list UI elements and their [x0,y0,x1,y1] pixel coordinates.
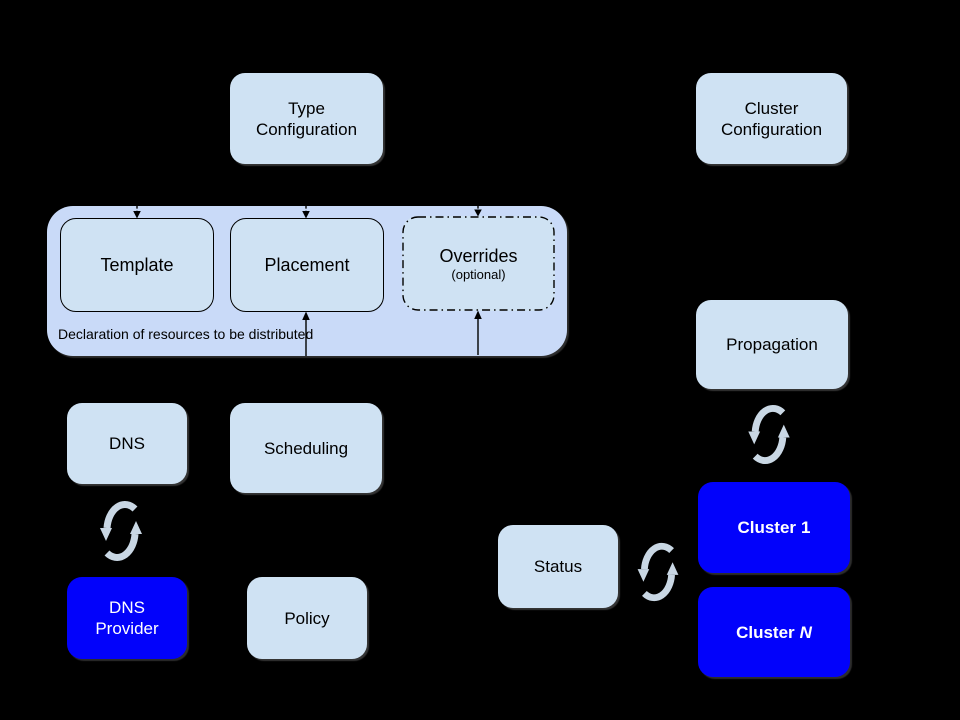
node-status: Status [498,525,618,608]
node-policy: Policy [247,577,367,659]
node-label: Propagation [726,335,818,354]
cluster-label-suffix: N [799,622,812,642]
node-cluster-configuration: Cluster Configuration [696,73,847,164]
node-label: Placement [264,254,350,275]
node-label: Cluster [744,98,799,118]
node-overrides: Overrides (optional) [402,216,555,311]
node-label: Status [533,557,583,576]
node-dns-provider: DNS Provider [67,577,187,659]
propagation-sync-arrows-icon [743,399,795,475]
node-label: Configuration [255,119,358,139]
cluster-label-prefix: Cluster [737,518,797,537]
node-label: Provider [95,619,159,638]
node-dns: DNS [67,403,187,484]
node-label: Policy [284,608,330,628]
node-label: Type [288,98,325,118]
node-type-configuration: Type Configuration [230,73,383,164]
node-label: Scheduling [263,438,349,458]
cluster-label-prefix: Cluster [736,622,795,642]
node-sublabel: (optional) [451,266,506,282]
node-placement: Placement [230,218,384,312]
node-label: DNS [109,598,145,617]
node-label: Configuration [720,119,823,139]
node-template: Template [60,218,214,312]
dns-sync-arrows-icon [95,495,147,572]
node-label: DNS [109,434,145,453]
node-label: Template [100,254,174,275]
node-scheduling: Scheduling [230,403,382,493]
node-label: Overrides [439,245,518,266]
cluster-label-suffix: 1 [801,518,811,537]
status-sync-arrows-icon [632,537,684,612]
node-propagation: Propagation [696,300,848,389]
dash-dot-border [402,216,555,311]
group-caption: Declaration of resources to be distribut… [58,326,314,342]
